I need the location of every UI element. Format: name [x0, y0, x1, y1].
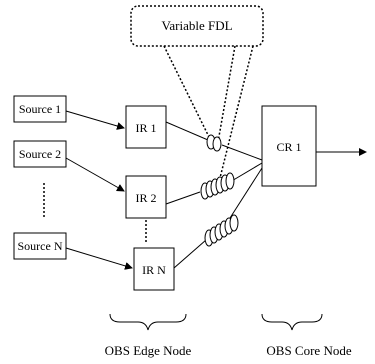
ir1-to-coil-link — [165, 121, 209, 141]
ir-1-label: IR 1 — [136, 121, 157, 135]
fdl-coil-1 — [206, 134, 222, 152]
source-2-label: Source 2 — [19, 147, 61, 161]
ir-2-box — [125, 175, 167, 219]
ir-n-box — [133, 247, 175, 291]
source-2-box — [13, 140, 67, 168]
fdl-coil-2 — [200, 172, 235, 200]
ir-1-box — [125, 105, 167, 149]
core-node-label: OBS Core Node — [266, 343, 351, 358]
cr-1-label: CR 1 — [276, 140, 301, 154]
source2-to-ir2-arrow — [65, 157, 125, 192]
edge-node-brace — [109, 313, 187, 331]
ir-2-label: IR 2 — [136, 191, 157, 205]
fdl-coil-n — [204, 214, 239, 247]
fdl-link-3 — [219, 45, 254, 179]
coil1-to-cr1-link — [221, 144, 263, 161]
ir-n-label: IR N — [142, 263, 166, 277]
core-node-brace — [261, 313, 323, 331]
irn-to-coil-link — [173, 239, 207, 269]
ir2-to-coil-link — [165, 191, 201, 205]
sourcen-to-irn-arrow — [65, 247, 133, 270]
edge-node-label: OBS Edge Node — [105, 343, 192, 358]
source-1-label: Source 1 — [19, 102, 61, 116]
cr-1-box — [261, 105, 317, 187]
variable-fdl-box — [130, 5, 264, 47]
source-n-label: Source N — [18, 239, 63, 253]
coil2-to-cr1-link — [229, 162, 263, 183]
source-1-box — [13, 95, 67, 123]
source-n-box — [13, 232, 67, 260]
fdl-link-1 — [163, 45, 213, 144]
fdl-link-2 — [217, 45, 236, 143]
source1-to-ir1-arrow — [65, 110, 125, 130]
variable-fdl-label: Variable FDL — [161, 18, 232, 33]
coiln-to-cr1-link — [229, 167, 263, 219]
